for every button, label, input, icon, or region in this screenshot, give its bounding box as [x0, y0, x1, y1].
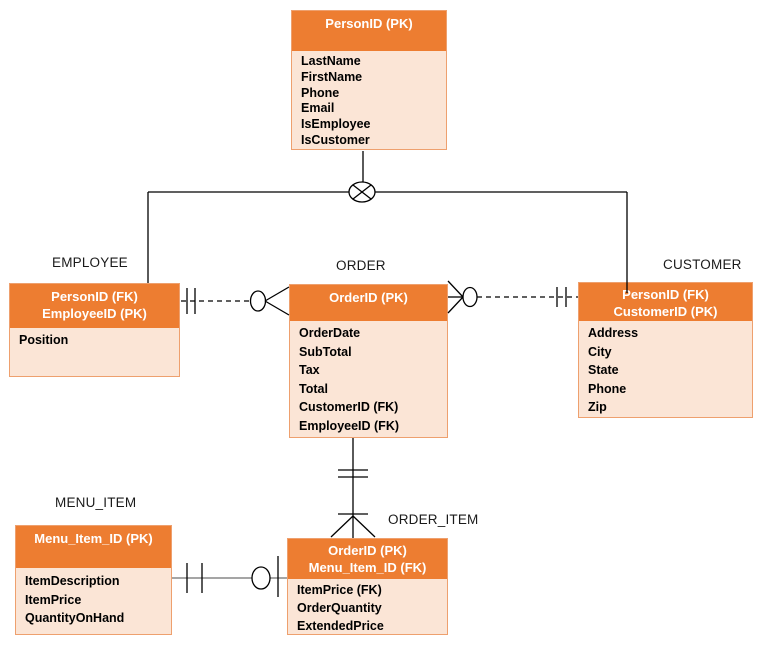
- entity-order-item-label[interactable]: ORDER_ITEM: [388, 512, 479, 527]
- zero-or-one-notation: [251, 556, 279, 597]
- table-header: Menu_Item_ID (PK): [16, 526, 171, 568]
- table-body: OrderDate SubTotal Tax Total CustomerID …: [290, 321, 447, 436]
- relationship-order-customer[interactable]: [447, 280, 578, 314]
- table-body: ItemPrice (FK) OrderQuantity ExtendedPri…: [288, 579, 447, 635]
- field-row: Address: [588, 326, 639, 340]
- relationship-order-orderitem[interactable]: [330, 438, 376, 538]
- xor-x-icon: [352, 184, 372, 200]
- field-row: Zip: [588, 400, 607, 415]
- zero-or-many-notation: [447, 280, 478, 314]
- table-body: Position: [10, 328, 179, 350]
- entity-order-label[interactable]: ORDER: [336, 258, 386, 273]
- header-line: PersonID (PK): [325, 16, 413, 31]
- field-row: FirstName: [301, 69, 363, 84]
- field-row: Total: [299, 381, 328, 396]
- relationship-menuitem-orderitem[interactable]: [172, 556, 287, 597]
- header-line: PersonID (FK): [51, 289, 138, 304]
- one-or-many-notation: [330, 513, 376, 538]
- header-line: Menu_Item_ID (PK): [34, 531, 153, 546]
- field-row: ItemDescription: [25, 574, 120, 588]
- field-row: QuantityOnHand: [25, 611, 125, 626]
- one-and-only-one-notation: [186, 288, 196, 314]
- entity-customer-table[interactable]: PersonID (FK) CustomerID (PK) Address Ci…: [578, 282, 753, 418]
- table-header: OrderID (PK) Menu_Item_ID (FK): [288, 539, 447, 579]
- table-body: LastName FirstName Phone Email IsEmploye…: [292, 51, 446, 149]
- one-and-only-one-notation: [556, 287, 567, 307]
- header-line: OrderID (PK): [328, 543, 407, 558]
- field-row: IsCustomer: [301, 132, 370, 147]
- table-header: OrderID (PK): [290, 285, 447, 321]
- field-row: CustomerID (FK): [299, 400, 399, 415]
- entity-employee-table[interactable]: PersonID (FK) EmployeeID (PK) Position: [9, 283, 180, 377]
- field-row: LastName: [301, 54, 361, 68]
- xor-circle-icon: [348, 181, 376, 203]
- one-and-only-one-notation: [186, 563, 203, 593]
- header-line: Menu_Item_ID (FK): [308, 560, 427, 575]
- relationship-employee-order[interactable]: [181, 286, 290, 316]
- field-row: ExtendedPrice: [297, 619, 384, 633]
- field-row: Email: [301, 101, 335, 116]
- field-row: Position: [19, 333, 69, 347]
- table-header: PersonID (FK) EmployeeID (PK): [10, 284, 179, 328]
- field-row: OrderDate: [299, 326, 361, 340]
- field-row: ItemPrice (FK): [297, 583, 382, 597]
- table-body: Address City State Phone Zip: [579, 321, 752, 417]
- table-body: ItemDescription ItemPrice QuantityOnHand: [16, 568, 171, 628]
- one-and-only-one-notation: [338, 469, 368, 478]
- entity-person-table[interactable]: PersonID (PK) LastName FirstName Phone E…: [291, 10, 447, 150]
- entity-customer-label[interactable]: CUSTOMER: [663, 257, 742, 272]
- entity-menu-item-table[interactable]: Menu_Item_ID (PK) ItemDescription ItemPr…: [15, 525, 172, 635]
- field-row: ItemPrice: [25, 592, 82, 607]
- header-line: OrderID (PK): [329, 290, 408, 305]
- field-row: City: [588, 344, 612, 359]
- entity-order-item-table[interactable]: OrderID (PK) Menu_Item_ID (FK) ItemPrice…: [287, 538, 448, 635]
- xor-connector[interactable]: [147, 151, 628, 293]
- field-row: OrderQuantity: [297, 601, 382, 615]
- table-header: PersonID (PK): [292, 11, 446, 51]
- zero-or-many-notation: [249, 286, 290, 316]
- field-row: SubTotal: [299, 344, 352, 359]
- field-row: Phone: [301, 85, 340, 100]
- field-row: EmployeeID (FK): [299, 418, 400, 433]
- field-row: Phone: [588, 381, 627, 396]
- header-line: PersonID (FK): [622, 287, 709, 302]
- entity-menu-item-label[interactable]: MENU_ITEM: [55, 495, 137, 510]
- field-row: Tax: [299, 363, 320, 378]
- table-header: PersonID (FK) CustomerID (PK): [579, 283, 752, 321]
- entity-employee-label[interactable]: EMPLOYEE: [52, 255, 128, 270]
- header-line: CustomerID (PK): [613, 304, 718, 319]
- field-row: State: [588, 363, 619, 378]
- entity-order-table[interactable]: OrderID (PK) OrderDate SubTotal Tax Tota…: [289, 284, 448, 438]
- header-line: EmployeeID (PK): [42, 306, 147, 321]
- xor-x-icon: [352, 184, 372, 200]
- field-row: IsEmployee: [301, 117, 371, 132]
